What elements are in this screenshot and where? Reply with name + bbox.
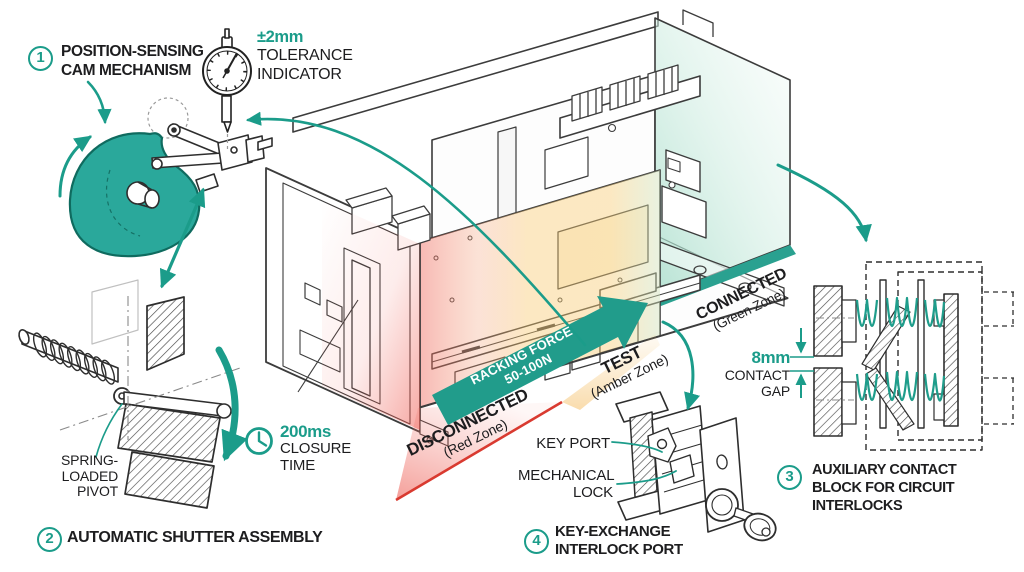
closure-line2: TIME bbox=[280, 456, 316, 474]
callout-4-number: 4 bbox=[532, 532, 541, 549]
chassis-to-indicator-arc bbox=[245, 111, 587, 347]
mechanical-lock-block bbox=[669, 454, 695, 484]
key-port-leader-line bbox=[611, 441, 663, 453]
closure-line1: CLOSURE bbox=[280, 440, 352, 457]
gap-line2: GAP bbox=[761, 383, 790, 399]
label-to-cam-arrow bbox=[86, 80, 112, 125]
shutter-upright-plate bbox=[146, 296, 185, 371]
callout-3-label: AUXILIARY CONTACT BLOCK FOR CIRCUIT INTE… bbox=[812, 461, 957, 515]
callout-3-line3: INTERLOCKS bbox=[812, 498, 903, 514]
shutter-panel-upper bbox=[117, 403, 221, 463]
callout-3-line2: BLOCK FOR CIRCUIT bbox=[812, 480, 955, 496]
key-port-label: KEY PORT bbox=[536, 435, 610, 452]
callout-4-line1: KEY-EXCHANGE bbox=[555, 523, 671, 540]
aux-switch-blocks bbox=[661, 149, 707, 239]
callout-1-line2: CAM MECHANISM bbox=[61, 62, 191, 79]
gap-value: 8mm bbox=[751, 348, 791, 367]
cam-rotation-arrow bbox=[58, 135, 92, 198]
contact-fingers bbox=[571, 64, 679, 122]
tolerance-line2: INDICATOR bbox=[257, 65, 342, 83]
callout-1-number: 1 bbox=[36, 49, 45, 66]
callout-2-number: 2 bbox=[45, 530, 54, 547]
callout-1-badge: 1 bbox=[28, 46, 53, 71]
contact-block-upper bbox=[813, 285, 843, 357]
key-interlock-drawing bbox=[615, 391, 777, 542]
pivot-line3: PIVOT bbox=[76, 483, 118, 499]
gap-line1: CONTACT bbox=[724, 367, 790, 383]
tolerance-line1: TOLERANCE bbox=[257, 47, 353, 64]
racking-force-arrow bbox=[432, 296, 648, 425]
gap-dimension-arrows bbox=[790, 328, 814, 398]
shutter-swing-arrow bbox=[215, 346, 248, 462]
spring-pivot-label: SPRING- LOADED PIVOT bbox=[38, 452, 119, 500]
callout-3-badge: 3 bbox=[777, 465, 802, 490]
green-zone-to-aux-arrow bbox=[776, 163, 872, 243]
cam-shutter-double-arrow bbox=[159, 187, 206, 289]
shutter-spring bbox=[32, 332, 116, 385]
dial-indicator bbox=[202, 28, 252, 150]
callout-4-line2: INTERLOCK PORT bbox=[555, 540, 683, 558]
callout-2-label: AUTOMATIC SHUTTER ASSEMBLY bbox=[67, 529, 323, 546]
red-zone-tint-front bbox=[322, 200, 420, 430]
tolerance-value: ±2mm bbox=[257, 28, 303, 46]
callout-1-line1: POSITION-SENSING bbox=[61, 43, 204, 60]
lock-cylinder bbox=[705, 488, 739, 522]
mech-lock-leader-line bbox=[616, 470, 677, 485]
shutter-assembly-drawing bbox=[18, 279, 241, 509]
red-zone-boundary-line bbox=[395, 400, 563, 502]
pivot-line1: SPRING- bbox=[61, 452, 118, 468]
callout-3-line1: AUXILIARY CONTACT bbox=[812, 462, 957, 478]
mech-lock-line1: MECHANICAL bbox=[518, 467, 615, 484]
amber-zone-floor bbox=[562, 334, 660, 410]
callout-3-number: 3 bbox=[785, 468, 794, 485]
pivot-leader-line bbox=[95, 403, 123, 458]
aux-contact-block-drawing bbox=[790, 261, 1014, 451]
tolerance-annotation: ±2mm TOLERANCE INDICATOR bbox=[257, 28, 353, 84]
shutter-panel-lower bbox=[124, 451, 215, 509]
contact-block-lower bbox=[813, 367, 843, 437]
pivot-line2: LOADED bbox=[61, 467, 119, 484]
callout-1-label: POSITION-SENSING CAM MECHANISM bbox=[61, 42, 204, 80]
clock-icon bbox=[245, 427, 273, 455]
annotation-arrows bbox=[58, 80, 872, 485]
indicator-linkage bbox=[151, 123, 273, 193]
callout-2-badge: 2 bbox=[37, 527, 62, 552]
closure-value: 200ms bbox=[280, 422, 331, 441]
mechanical-lock-label: MECHANICAL LOCK bbox=[518, 467, 615, 501]
closure-annotation: 200ms CLOSURE TIME bbox=[280, 422, 351, 474]
contact-gap-annotation: 8mm CONTACT GAP bbox=[704, 348, 791, 400]
contact-springs bbox=[855, 296, 946, 402]
mech-lock-line2: LOCK bbox=[572, 484, 613, 501]
callout-4-badge: 4 bbox=[524, 529, 549, 554]
callout-4-label: KEY-EXCHANGE INTERLOCK PORT bbox=[555, 523, 683, 558]
amber-zone-to-key-arrow bbox=[661, 320, 700, 411]
